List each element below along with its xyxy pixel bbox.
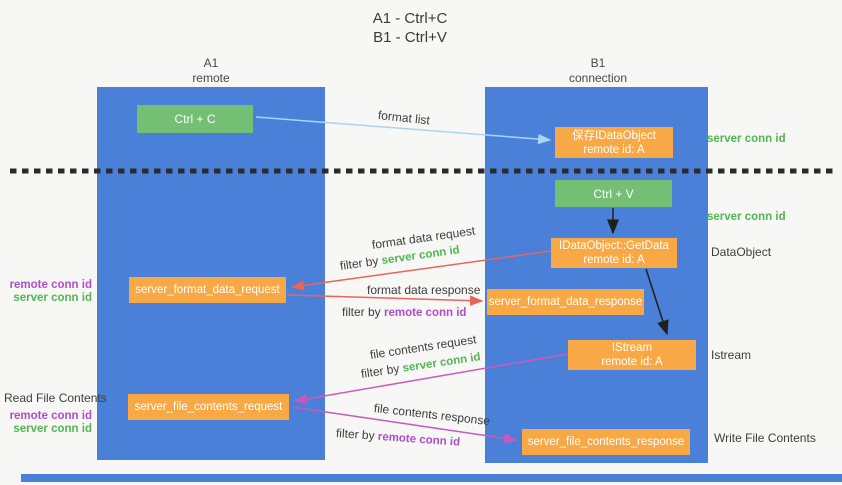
node-ctrl-v: Ctrl + V xyxy=(555,180,672,207)
node-istream: IStream remote id: A xyxy=(568,340,696,370)
node-getdata-line1: IDataObject::GetData xyxy=(559,240,669,252)
title-line-2: B1 - Ctrl+V xyxy=(373,29,447,46)
node-file-response-label: server_file_contents_response xyxy=(527,436,685,448)
node-idataobject-getdata: IDataObject::GetData remote id: A xyxy=(551,238,677,268)
node-server-format-data-response: server_format_data_response xyxy=(487,289,644,315)
node-server-file-contents-request: server_file_contents_request xyxy=(128,394,289,420)
node-getdata-line2: remote id: A xyxy=(583,254,645,266)
node-file-request-label: server_file_contents_request xyxy=(134,401,283,413)
node-istream-line2: remote id: A xyxy=(601,356,663,368)
node-ctrl-c: Ctrl + C xyxy=(137,105,253,133)
column-b1-name: B1 xyxy=(590,56,606,70)
node-save-dataobject: 保存IDataObject remote id: A xyxy=(555,127,673,158)
edge-label-filter-remote-1: filter by remote conn id xyxy=(342,305,466,319)
edge-label-filter-remote-2: filter by remote conn id xyxy=(336,426,461,449)
column-a1-name: A1 xyxy=(203,56,219,70)
node-server-file-contents-response: server_file_contents_response xyxy=(522,429,690,455)
node-server-format-data-request: server_format_data_request xyxy=(129,277,286,303)
title-line-1: A1 - Ctrl+C xyxy=(372,10,448,27)
annotation-dataobject: DataObject xyxy=(711,245,772,259)
annotation-server-conn-id-1: server conn id xyxy=(707,133,786,145)
filter-by-text: filter by xyxy=(339,253,383,273)
edge-label-file-contents-response: file contents response xyxy=(373,401,491,429)
annotation-conn-ids-file: remote conn id server conn id xyxy=(0,410,92,436)
filter-by-text: filter by xyxy=(342,305,385,319)
edge-label-format-list: format list xyxy=(377,108,431,128)
remote-conn-id-text: remote conn id xyxy=(377,430,461,449)
column-header-b1: B1 connection xyxy=(523,56,673,86)
bottom-bar xyxy=(21,474,842,482)
server-conn-id-text: server conn id xyxy=(13,292,92,304)
diagram-title: A1 - Ctrl+C B1 - Ctrl+V xyxy=(310,9,510,47)
remote-conn-id-text: remote conn id xyxy=(9,410,92,422)
node-save-dataobject-line1: 保存IDataObject xyxy=(572,129,656,142)
node-save-dataobject-line2: remote id: A xyxy=(583,143,645,156)
server-conn-id-text: server conn id xyxy=(13,423,92,435)
column-header-a1: A1 remote xyxy=(136,56,286,86)
remote-conn-id-text: remote conn id xyxy=(9,279,92,291)
column-a1-subtitle: remote xyxy=(192,71,230,85)
node-istream-line1: IStream xyxy=(611,342,653,354)
remote-conn-id-text: remote conn id xyxy=(384,307,467,319)
annotation-write-file-contents: Write File Contents xyxy=(714,431,816,445)
edge-label-format-data-response: format data response xyxy=(367,283,481,297)
node-ctrl-c-label: Ctrl + C xyxy=(174,112,216,126)
annotation-read-file-contents: Read File Contents xyxy=(4,391,107,405)
filter-by-text: filter by xyxy=(335,426,379,443)
column-b1-subtitle: connection xyxy=(568,71,628,85)
filter-by-text: filter by xyxy=(359,360,404,381)
node-format-request-label: server_format_data_request xyxy=(135,284,280,296)
node-format-response-label: server_format_data_response xyxy=(488,296,643,308)
node-ctrl-v-label: Ctrl + V xyxy=(593,186,634,201)
annotation-server-conn-id-2: server conn id xyxy=(707,211,786,223)
annotation-conn-ids-format: remote conn id server conn id xyxy=(0,279,92,305)
annotation-istream: Istream xyxy=(711,348,752,362)
